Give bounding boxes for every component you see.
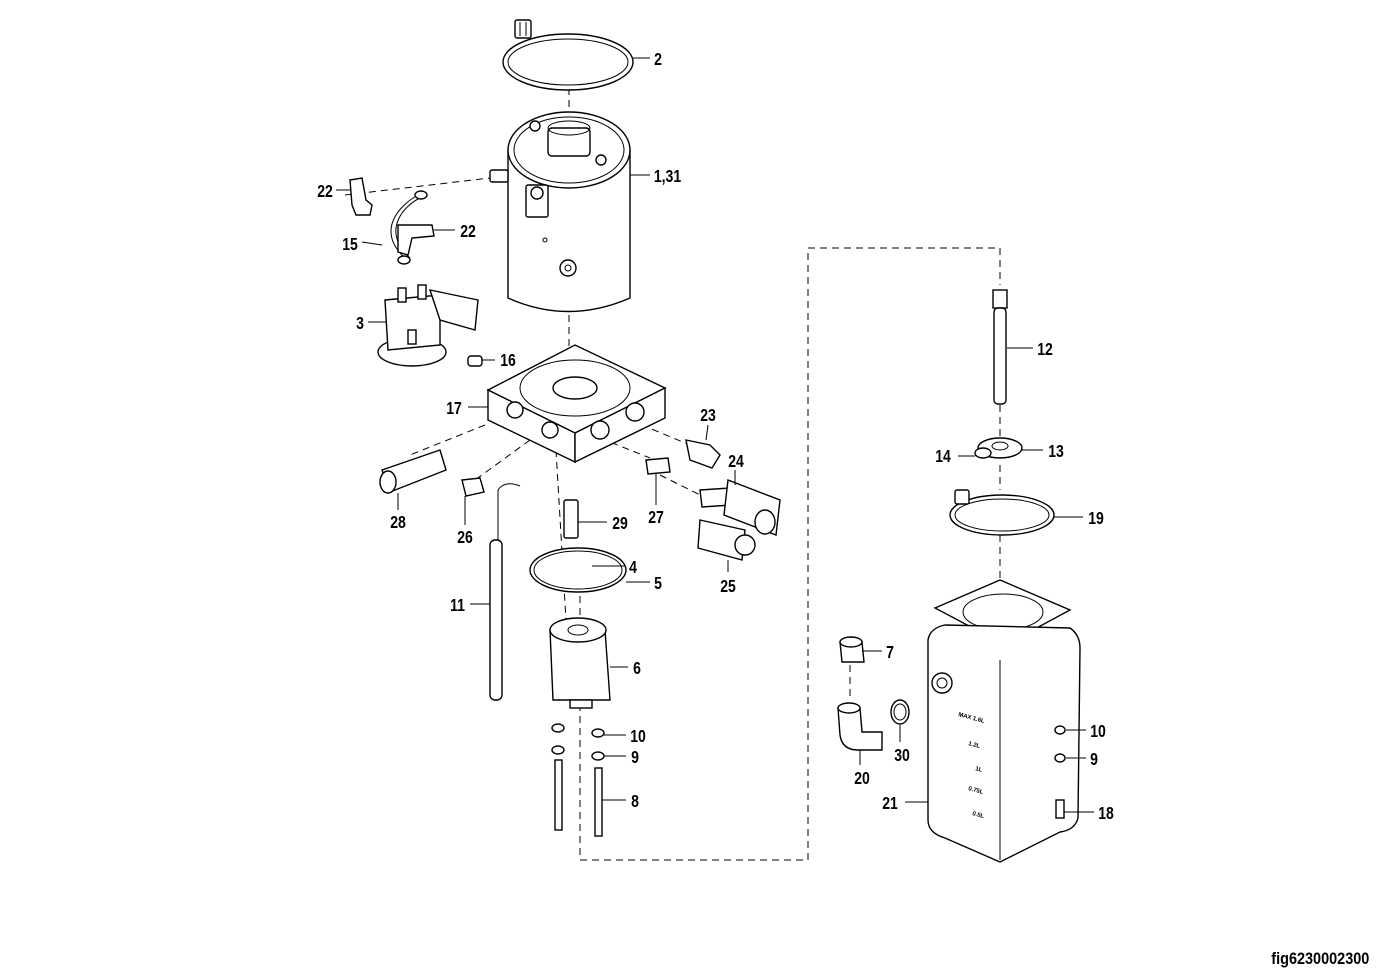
washer-10 (551, 723, 605, 738)
callout-21: 21 (882, 793, 898, 813)
solenoid-valve-24 (699, 479, 781, 536)
plug-23 (685, 439, 721, 469)
callout-4: 4 (629, 557, 637, 577)
callout-24: 24 (728, 451, 744, 471)
scale-mark-0-75: 0.75L (967, 786, 984, 796)
callout-12: 12 (1037, 339, 1053, 359)
reservoir-hardware (1054, 725, 1066, 819)
figure-id: fig6230002300 (1270, 949, 1369, 968)
electric-motor (489, 111, 631, 313)
callout-19: 19 (1088, 508, 1104, 528)
reservoir-21: MAX 1.6L 1.2L 1L 0.75L 0.5L (927, 579, 1081, 863)
fitting-26 (461, 477, 485, 497)
terminal-boot-upper (349, 177, 373, 216)
coil-nut-25 (697, 519, 756, 561)
return-tube-12 (992, 289, 1008, 405)
callout-25: 25 (720, 576, 736, 596)
scale-mark-0-5: 0.5L (971, 811, 984, 820)
callout-15: 15 (342, 234, 358, 254)
callout-5: 5 (654, 573, 662, 593)
callout-9-right: 9 (1090, 749, 1098, 769)
callout-26: 26 (457, 527, 473, 547)
terminal-boot-lower (397, 224, 435, 256)
callout-13: 13 (1048, 441, 1064, 461)
scale-mark-1: 1L (974, 766, 983, 774)
callout-11: 11 (450, 595, 465, 615)
callout-30: 30 (894, 745, 910, 765)
callout-22-upper: 22 (317, 181, 333, 201)
bolt-8 (554, 759, 603, 837)
o-ring-30 (890, 699, 910, 725)
callout-18: 18 (1098, 803, 1114, 823)
scale-mark-1-2: 1.2L (967, 741, 980, 750)
callout-14: 14 (935, 446, 951, 466)
assembly-dashed-lines (344, 40, 1063, 861)
callout-27: 27 (648, 507, 664, 527)
callout-labels: 2 1,31 22 15 22 3 16 17 23 24 28 26 27 2… (317, 49, 1114, 823)
hose-clamp-top (502, 19, 634, 91)
valve-27 (645, 457, 671, 475)
callout-10-right: 10 (1090, 721, 1106, 741)
callout-29: 29 (612, 513, 628, 533)
callout-2: 2 (654, 49, 662, 69)
callout-10-left: 10 (630, 726, 646, 746)
callout-3: 3 (356, 313, 364, 333)
callout-7: 7 (886, 642, 894, 662)
plug-16 (467, 355, 483, 367)
callout-16: 16 (500, 350, 516, 370)
callout-23: 23 (700, 405, 716, 425)
suction-tube-11 (489, 483, 521, 701)
callout-6: 6 (633, 658, 641, 678)
elbow-fitting-20 (837, 702, 883, 751)
leader-lines (336, 57, 1094, 813)
seal-5 (529, 547, 627, 593)
callout-28: 28 (390, 512, 406, 532)
washer-9 (551, 745, 605, 761)
washer-14 (974, 447, 992, 459)
valve-block (486, 344, 667, 464)
callout-20: 20 (854, 768, 870, 788)
check-valve-28 (379, 449, 447, 494)
callout-22-lower: 22 (460, 221, 476, 241)
callout-17: 17 (446, 398, 462, 418)
callout-9-left: 9 (631, 747, 639, 767)
gear-pump-6 (549, 617, 611, 709)
starter-solenoid (377, 284, 479, 367)
callout-1-31: 1,31 (654, 166, 681, 186)
callout-8: 8 (631, 791, 639, 811)
coupling-29 (563, 499, 579, 539)
hose-clamp-19 (949, 489, 1055, 536)
filler-cap-7 (839, 636, 865, 663)
